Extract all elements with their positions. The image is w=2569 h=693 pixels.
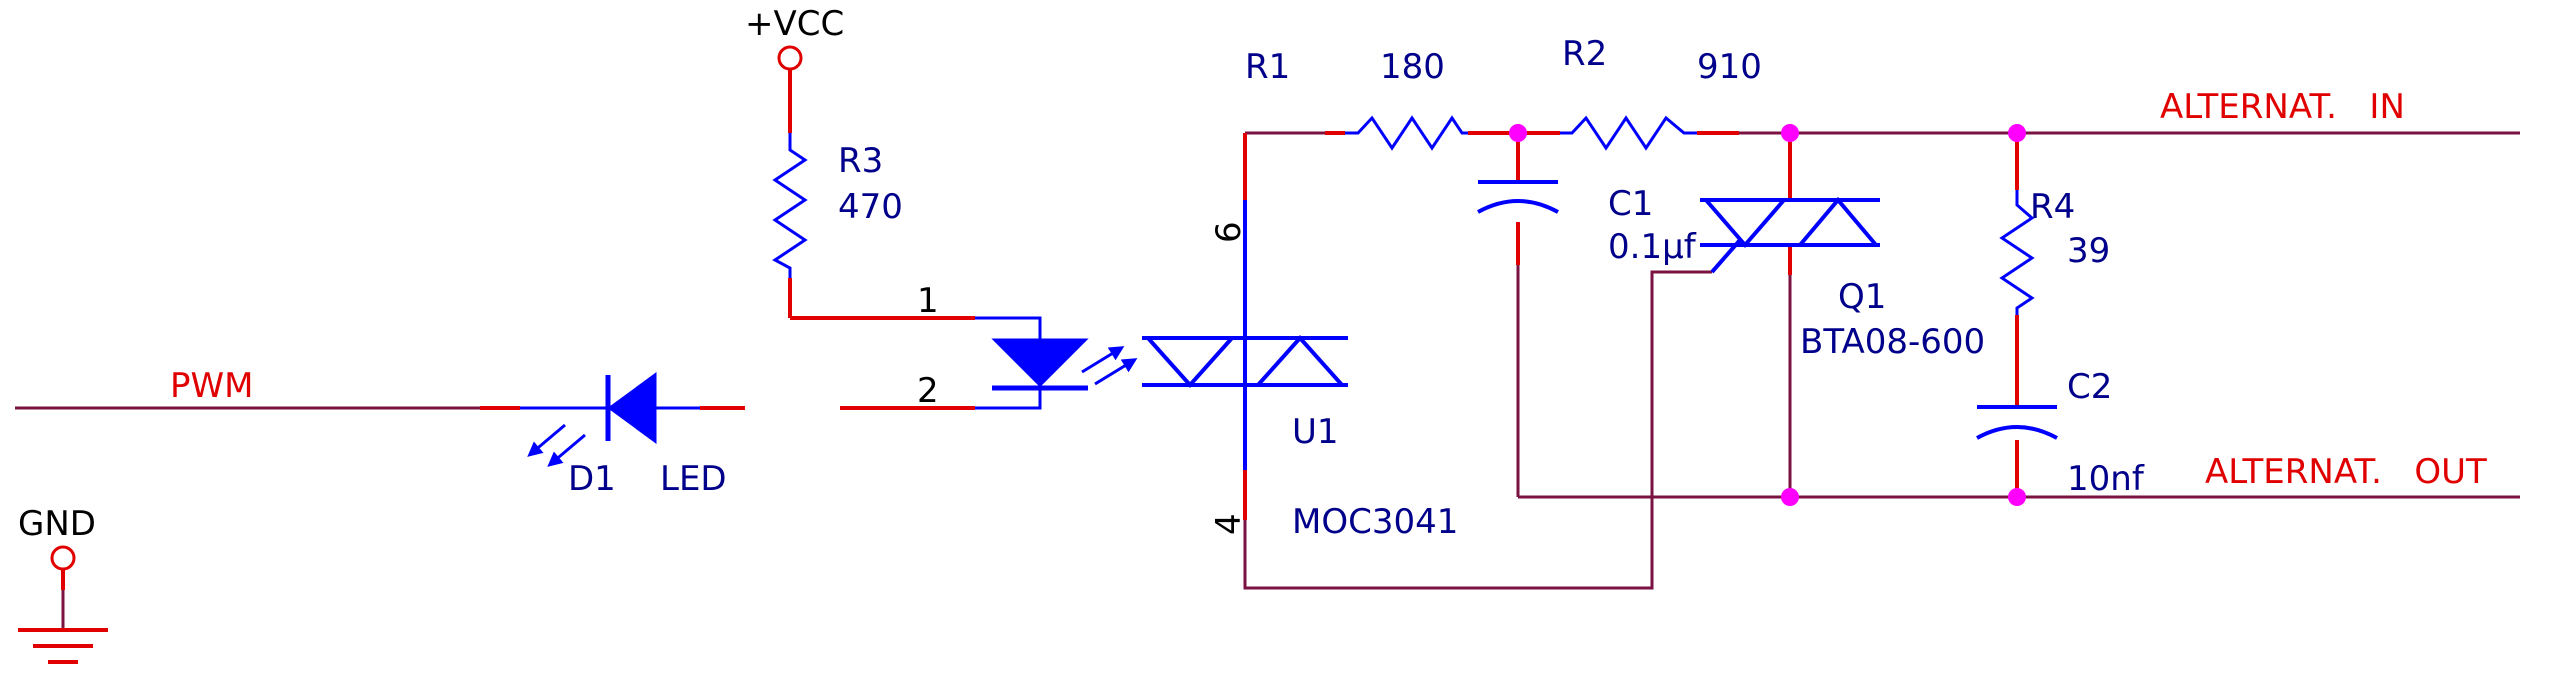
r3-ref: R3 xyxy=(838,141,883,181)
r1-ref: R1 xyxy=(1245,47,1290,87)
r4-ref: R4 xyxy=(2030,187,2075,227)
c1-value: 0.1µf xyxy=(1608,227,1697,267)
r1-value: 180 xyxy=(1380,47,1445,87)
net-alt-in: ALTERNAT. IN xyxy=(2160,87,2405,127)
pin-stubs xyxy=(61,70,2019,590)
wires xyxy=(15,131,2520,628)
pin-1: 1 xyxy=(917,281,939,321)
q1-value: BTA08-600 xyxy=(1800,322,1985,362)
c2-value: 10nf xyxy=(2067,459,2145,499)
triac-icon xyxy=(1142,200,1348,470)
pin-6: 6 xyxy=(1209,221,1249,243)
capacitor-icon xyxy=(1477,180,1559,214)
wire-gate-loop xyxy=(1243,270,1712,590)
gnd-label: GND xyxy=(18,504,96,544)
resistor-icon xyxy=(1999,190,2035,315)
net-alt-out: ALTERNAT. OUT xyxy=(2205,452,2487,492)
vcc-terminal xyxy=(777,45,803,71)
pin-2: 2 xyxy=(917,371,939,411)
opto-led-icon xyxy=(975,316,1138,410)
resistor-icon xyxy=(772,133,808,278)
junctions xyxy=(1509,124,2026,506)
triac-icon xyxy=(1700,196,1880,274)
u1-value: MOC3041 xyxy=(1292,502,1458,542)
resistor-icon xyxy=(1345,115,1468,151)
u1-ref: U1 xyxy=(1292,412,1339,452)
d1-value: LED xyxy=(660,459,727,499)
r2-value: 910 xyxy=(1697,47,1762,87)
r4-value: 39 xyxy=(2067,231,2110,271)
vcc-label: +VCC xyxy=(745,4,844,44)
ground-icon xyxy=(18,545,108,664)
r2-ref: R2 xyxy=(1562,34,1607,74)
r3-value: 470 xyxy=(838,187,903,227)
c2-ref: C2 xyxy=(2067,367,2112,407)
c1-ref: C1 xyxy=(1608,184,1653,224)
capacitor-icon xyxy=(1976,405,2058,440)
led-icon xyxy=(520,372,700,467)
d1-ref: D1 xyxy=(568,459,616,499)
net-pwm: PWM xyxy=(170,366,253,406)
q1-ref: Q1 xyxy=(1838,277,1886,317)
pin-4: 4 xyxy=(1209,513,1249,535)
resistor-icon xyxy=(1560,115,1697,151)
